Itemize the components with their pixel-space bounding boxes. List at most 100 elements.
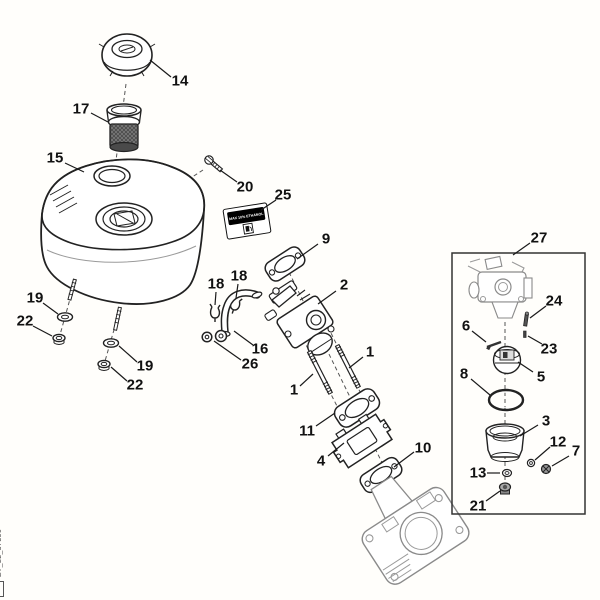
- callout-clamp-right: 18: [231, 268, 248, 285]
- fuel-inlet: [264, 309, 277, 321]
- nut-front-left: [52, 333, 66, 345]
- stud-right: [334, 343, 362, 389]
- leader-line-insulator-spacer: [327, 442, 345, 457]
- fuel-hose: [219, 289, 263, 338]
- leader-line-gasket-upper: [315, 412, 336, 427]
- leader-line-ethanol-label: [260, 199, 277, 211]
- float: [492, 345, 522, 375]
- main-nozzle: [523, 311, 529, 327]
- jet-pin: [523, 330, 527, 338]
- leader-line-float-bowl: [519, 424, 539, 437]
- leader-line-fuel-cap: [149, 59, 172, 78]
- leader-line-fuel-hose: [233, 330, 254, 346]
- callout-fuel-cap: 14: [172, 73, 189, 90]
- callout-carburetor-gasket: 9: [322, 231, 330, 248]
- washer-front-center: [102, 338, 120, 348]
- callout-bowl-o-ring: 8: [460, 366, 468, 383]
- leader-line-washer-front-left: [42, 302, 59, 315]
- carburetor-gasket: [264, 246, 306, 282]
- callout-float: 5: [537, 369, 545, 386]
- detail-carburetor: [467, 255, 533, 319]
- leader-line-stud-left: [299, 373, 314, 387]
- bowl-screw-washer: [526, 458, 536, 468]
- leader-line-main-nozzle: [529, 305, 547, 319]
- nut-front-center: [97, 359, 111, 371]
- tank-stud-front-left: [67, 278, 77, 301]
- leader-line-fuel-tank: [64, 162, 85, 173]
- ethanol-label-text: MAX 10% ETHANOL: [229, 212, 265, 221]
- callout-bowl-nut: 21: [470, 498, 487, 515]
- callout-bowl-screw-washer: 12: [550, 434, 567, 451]
- callout-fuel-strainer: 17: [73, 101, 90, 118]
- leader-line-carburetor-gasket: [296, 243, 319, 260]
- callout-stud-right: 1: [366, 344, 374, 361]
- diagram-code: ET_LL_57396: [0, 528, 3, 578]
- leader-line-grommet-set: [213, 340, 242, 361]
- callout-gasket-upper: 11: [299, 423, 315, 440]
- callout-jet-pin: 23: [541, 341, 558, 358]
- leader-line-bowl-o-ring: [470, 378, 491, 396]
- fuel-strainer: [106, 103, 142, 153]
- leader-line-jet-pin: [527, 335, 543, 345]
- callout-clamp-left: 18: [208, 276, 225, 293]
- cylinder-head: [361, 475, 470, 585]
- callout-carburetor-detail-box: 27: [531, 230, 548, 247]
- fuel-cap: [98, 33, 156, 77]
- gasket-upper: [333, 388, 381, 428]
- callout-gasket-lower: 10: [415, 440, 432, 457]
- leader-line-bowl-nut: [485, 490, 501, 502]
- callout-nut-front-left: 22: [17, 313, 34, 330]
- hose-eyelet: [214, 329, 228, 343]
- revision-stamp: AD: [0, 581, 4, 597]
- leader-line-bowl-screw: [551, 455, 570, 467]
- tank-grip-ridges: [49, 184, 78, 214]
- leader-line-nut-front-left: [32, 325, 53, 337]
- leader-line-carburetor-detail-box: [512, 242, 531, 256]
- leader-line-float: [517, 361, 534, 373]
- carburetor: [264, 280, 335, 356]
- insulator-spacer: [330, 413, 394, 469]
- callout-nut-front-center: 22: [127, 377, 144, 394]
- leader-line-clamp-left: [214, 291, 217, 306]
- leader-line-carburetor: [317, 290, 337, 305]
- grommet-set: [201, 329, 228, 343]
- leader-line-float-pin: [471, 330, 487, 343]
- stud-left: [306, 349, 334, 395]
- callout-stud-left: 1: [290, 382, 298, 399]
- callout-ethanol-label: 25: [275, 187, 292, 204]
- ethanol-label: MAX 10% ETHANOL: [222, 202, 272, 240]
- leader-line-clamp-right: [235, 283, 239, 299]
- callout-drain-washer: 13: [470, 465, 487, 482]
- clamp-left: [209, 303, 221, 322]
- carburetor-lever: [271, 285, 297, 308]
- leader-line-washer-front-center: [118, 345, 138, 363]
- bowl-o-ring: [487, 388, 525, 412]
- callout-fuel-hose: 16: [252, 341, 269, 358]
- leader-line-gasket-lower: [393, 451, 415, 468]
- drain-washer: [501, 468, 513, 478]
- leader-line-bowl-screw-washer: [534, 446, 551, 461]
- carburetor-detail-box: [451, 252, 586, 515]
- venturi: [305, 309, 327, 331]
- float-bowl: [485, 423, 525, 462]
- callout-washer-front-center: 19: [137, 358, 154, 375]
- tank-bolt: [204, 155, 224, 173]
- washer-front-left: [56, 312, 74, 322]
- tank-stud-front-center: [113, 306, 122, 331]
- callout-insulator-spacer: 4: [317, 453, 326, 470]
- leader-line-tank-bolt: [219, 169, 238, 183]
- leader-line-nut-front-center: [110, 366, 128, 382]
- float-pin: [486, 340, 502, 351]
- diagram-footer: AD ET_LL_57396: [0, 529, 4, 597]
- callout-float-pin: 6: [462, 318, 470, 335]
- leader-line-stud-right: [348, 356, 364, 369]
- grommet-ring: [201, 331, 213, 343]
- callout-main-nozzle: 24: [546, 293, 563, 310]
- bowl-nut: [498, 482, 512, 495]
- callout-float-bowl: 3: [542, 413, 550, 430]
- bowl-screw: [540, 463, 552, 475]
- callout-grommet-set: 26: [242, 356, 259, 373]
